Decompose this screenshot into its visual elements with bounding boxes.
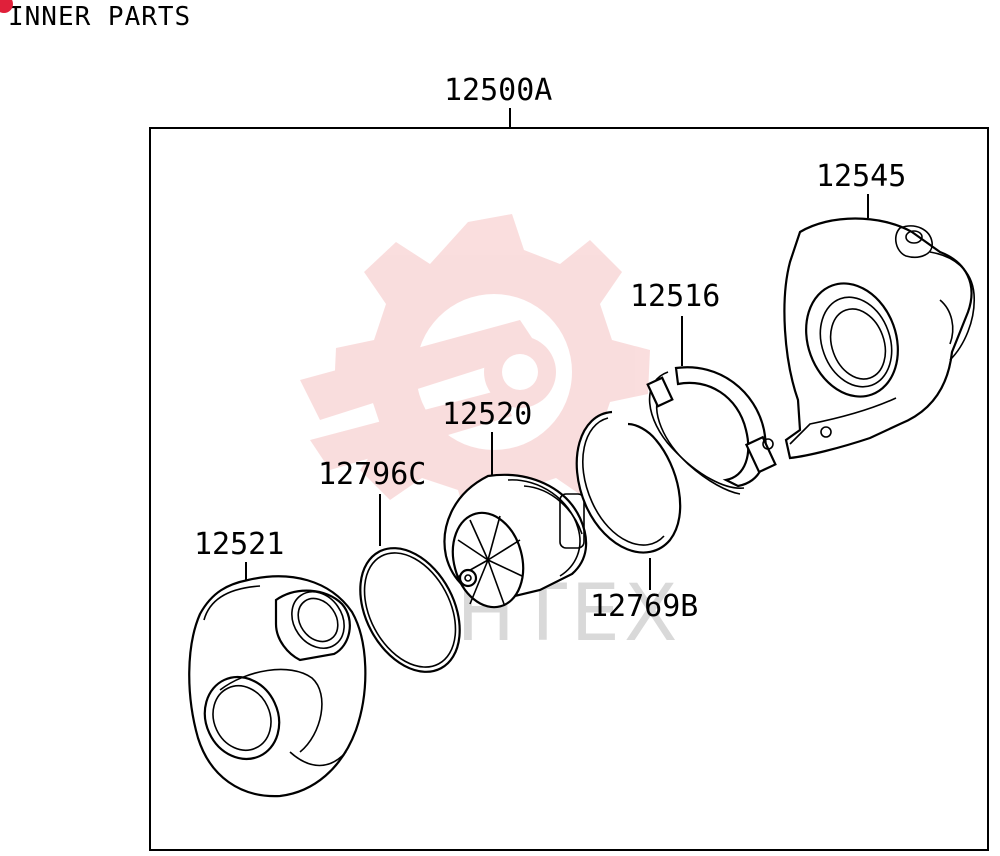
label-12520: 12520 bbox=[442, 397, 532, 432]
badge-icon bbox=[0, 0, 13, 13]
assembly-frame bbox=[149, 127, 989, 851]
label-12796C: 12796C bbox=[318, 457, 426, 492]
assembly-label: 12500A bbox=[444, 73, 552, 108]
cartridge[interactable] bbox=[443, 473, 588, 615]
o-ring[interactable] bbox=[340, 531, 480, 689]
clamp[interactable] bbox=[646, 366, 777, 495]
label-12769B: 12769B bbox=[590, 589, 698, 624]
label-12516: 12516 bbox=[630, 279, 720, 314]
label-12521: 12521 bbox=[194, 527, 284, 562]
page-title: INNER PARTS bbox=[8, 2, 192, 32]
turbine-housing[interactable] bbox=[783, 217, 975, 460]
compressor-housing[interactable] bbox=[188, 575, 367, 798]
snap-ring[interactable] bbox=[575, 410, 682, 554]
label-12545: 12545 bbox=[816, 159, 906, 194]
watermark-logo bbox=[300, 214, 650, 528]
